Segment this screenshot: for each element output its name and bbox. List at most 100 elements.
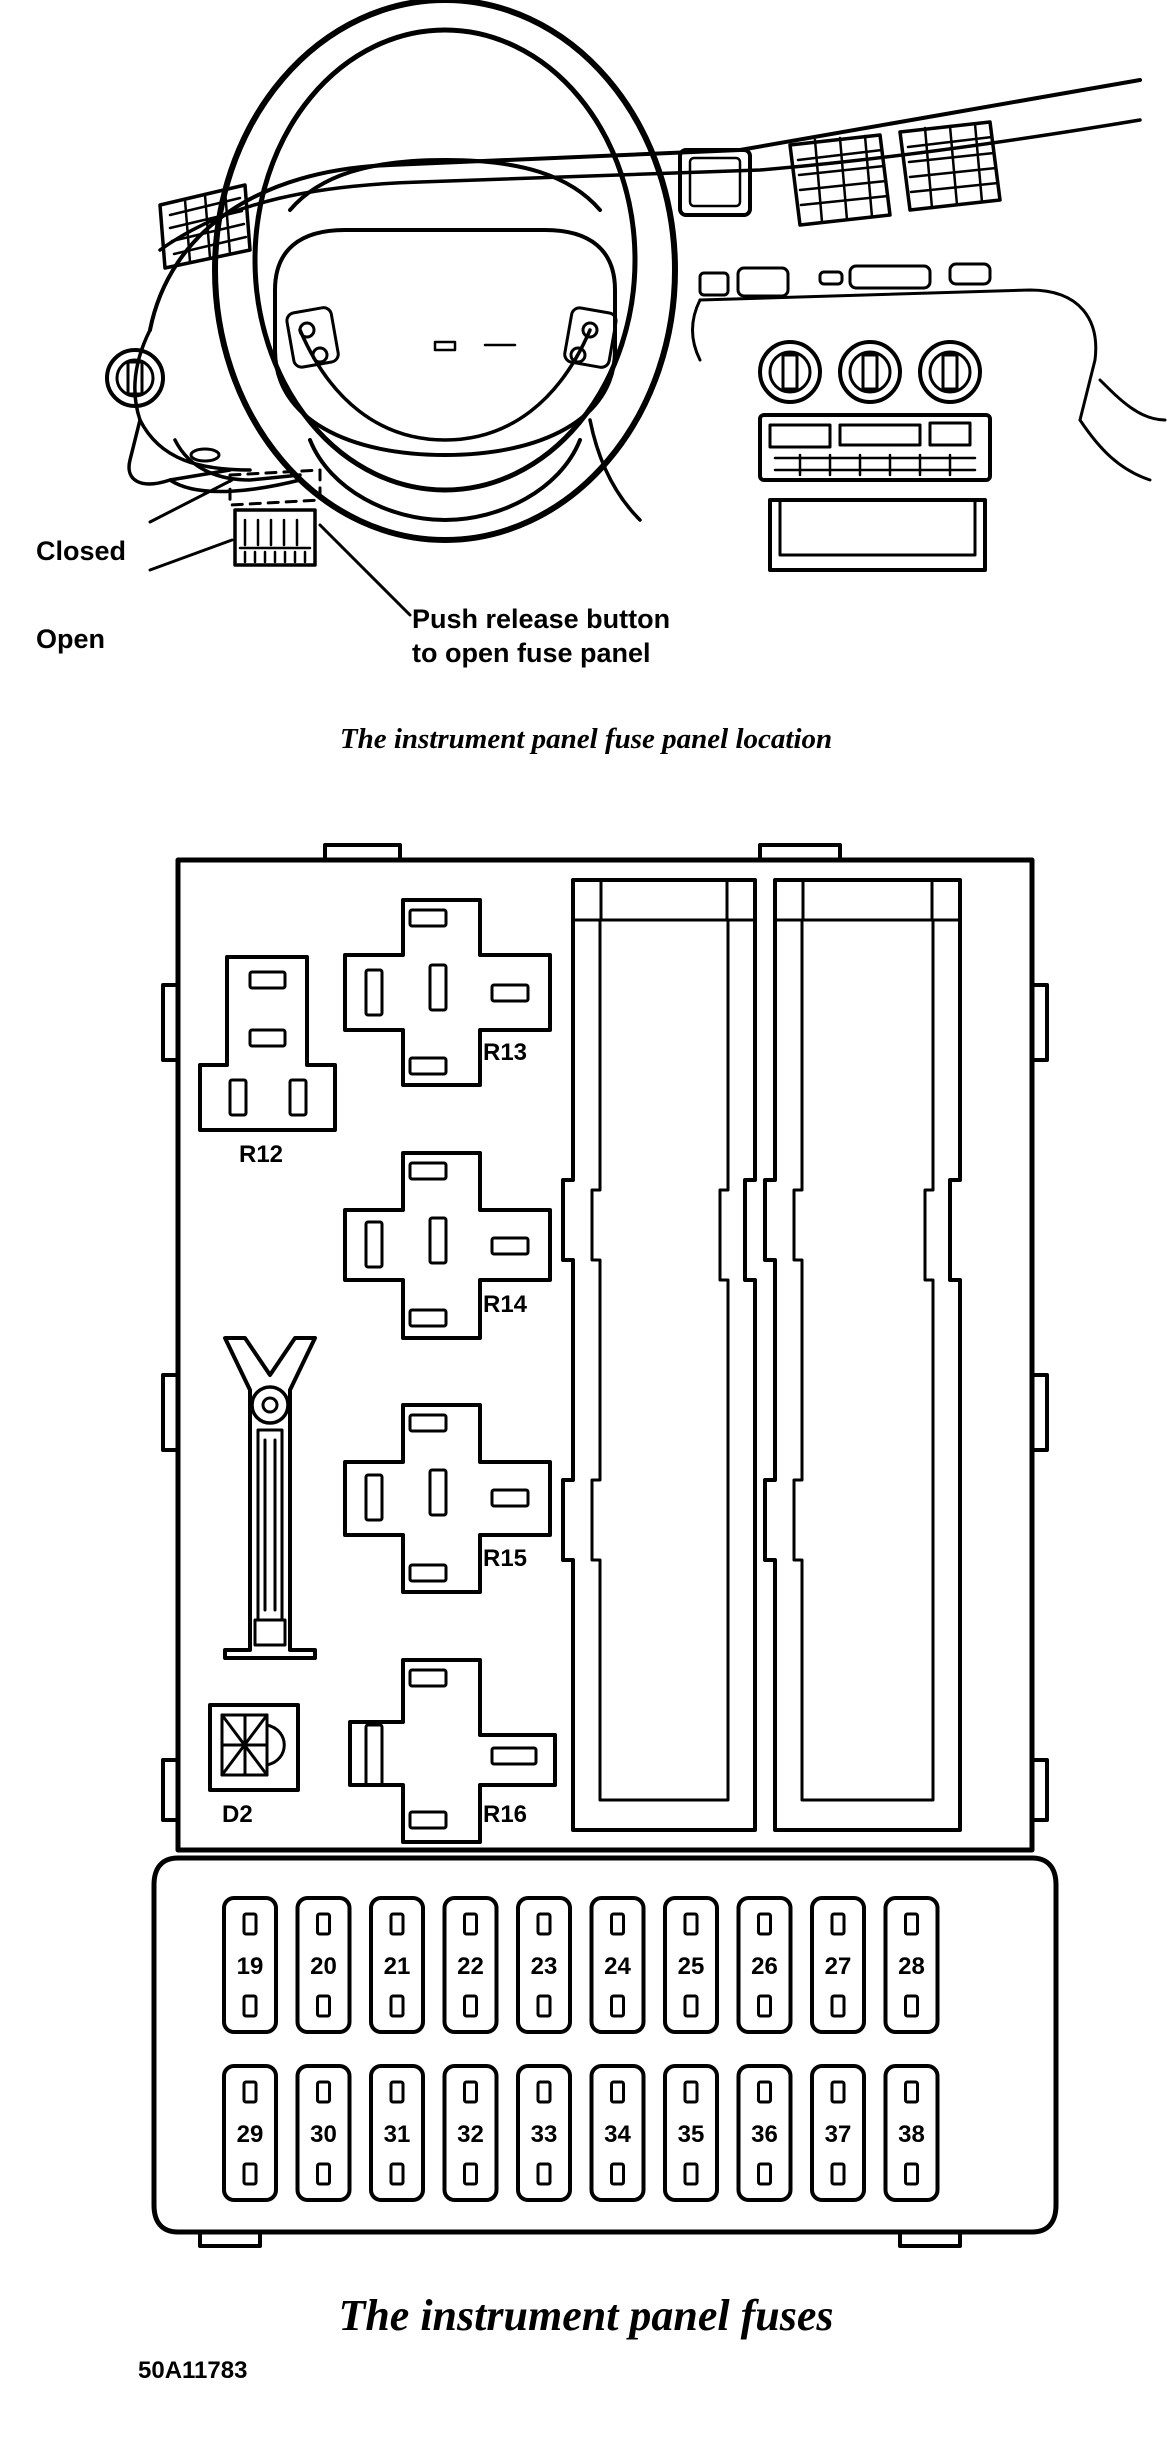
relay-r15: [343, 1403, 552, 1594]
label-open: Open: [36, 624, 105, 654]
fuse-number: 35: [678, 2121, 705, 2148]
label-closed: Closed: [36, 536, 126, 566]
fuse-row-top: 19 20 21 22 23 24 25 26 27 28: [222, 1896, 940, 2034]
fuse-terminal-bottom: [904, 2162, 919, 2186]
fuse-outline: [222, 1896, 278, 2034]
diode-d2: [208, 1703, 300, 1792]
fuse-terminal-top: [683, 1912, 699, 1936]
fuse-38: 38: [883, 2064, 940, 2202]
fuse-terminal-bottom: [536, 2162, 552, 2186]
fuse-23: 23: [516, 1896, 572, 2034]
dashboard-illustration: [105, 0, 1167, 617]
fuse-outline: [295, 1896, 352, 2034]
closed-leader-line: [148, 478, 234, 524]
fuse-number: 31: [384, 2121, 411, 2148]
fuse-number: 23: [531, 1953, 558, 1980]
fuse-terminal-bottom: [316, 2162, 331, 2186]
fuse-terminal-top: [389, 2080, 405, 2104]
fuse-outline: [516, 2064, 572, 2202]
fuse-21: 21: [369, 1896, 425, 2034]
fuse-outline: [369, 2064, 425, 2202]
fuse-26: 26: [736, 1896, 793, 2034]
steering-wheel: [212, 0, 678, 543]
fuse-number: 28: [898, 1953, 925, 1980]
fuse-terminal-top: [242, 2080, 258, 2104]
fuse-terminal-bottom: [536, 1994, 552, 2018]
fuse-32: 32: [442, 2064, 499, 2202]
fuse-outline: [810, 2064, 866, 2202]
fuse-number: 33: [531, 2121, 558, 2148]
fuse-terminal-top: [610, 1912, 625, 1936]
fuse-number: 24: [604, 1953, 631, 1980]
fuse-27: 27: [810, 1896, 866, 2034]
fuse-31: 31: [369, 2064, 425, 2202]
fuse-number: 38: [898, 2121, 925, 2148]
fuse-outline: [883, 1896, 940, 2034]
fuse-terminal-bottom: [757, 2162, 772, 2186]
fuse-35: 35: [663, 2064, 719, 2202]
fuse-terminal-top: [683, 2080, 699, 2104]
fuse-number: 36: [751, 2121, 778, 2148]
fuse-20: 20: [295, 1896, 352, 2034]
fuse-25: 25: [663, 1896, 719, 2034]
caption-fuses: The instrument panel fuses: [338, 2291, 833, 2340]
label-relay-r16: R16: [483, 1801, 527, 1828]
fuse-outline: [736, 2064, 793, 2202]
relay-r14: [343, 1151, 552, 1340]
fuse-terminal-bottom: [830, 1994, 846, 2018]
open-leader-line: [148, 538, 234, 572]
center-display: [678, 148, 752, 217]
fuse-number: 27: [825, 1953, 852, 1980]
fuse-terminal-bottom: [757, 1994, 772, 2018]
climate-knobs: [758, 340, 982, 404]
fuse-terminal-top: [904, 2080, 919, 2104]
fuse-number: 22: [457, 1953, 484, 1980]
fuse-number: 37: [825, 2121, 852, 2148]
fuse-number: 25: [678, 1953, 705, 1980]
fuse-outline: [883, 2064, 940, 2202]
fuse-terminal-bottom: [316, 1994, 331, 2018]
fuse-terminal-bottom: [463, 2162, 478, 2186]
fuse-terminal-bottom: [830, 2162, 846, 2186]
fuse-22: 22: [442, 1896, 499, 2034]
fuse-28: 28: [883, 1896, 940, 2034]
fuse-outline: [442, 1896, 499, 2034]
fuse-terminal-bottom: [463, 1994, 478, 2018]
fuse-number: 21: [384, 1953, 411, 1980]
fuse-terminal-bottom: [242, 1994, 258, 2018]
radio-unit: [758, 413, 992, 482]
fuse-terminal-bottom: [683, 1994, 699, 2018]
fuse-terminal-top: [536, 2080, 552, 2104]
fuse-37: 37: [810, 2064, 866, 2202]
fuse-30: 30: [295, 2064, 352, 2202]
relay-r13: [343, 898, 552, 1087]
fuse-terminal-top: [316, 1912, 331, 1936]
fuse-terminal-top: [463, 1912, 478, 1936]
fuse-number: 29: [237, 2121, 264, 2148]
fuse-number: 19: [237, 1953, 264, 1980]
label-relay-r12: R12: [239, 1141, 283, 1168]
fuse-terminal-top: [757, 2080, 772, 2104]
label-relay-r13: R13: [483, 1039, 527, 1066]
label-release-line1: Push release button: [412, 604, 670, 634]
fuse-outline: [369, 1896, 425, 2034]
fuse-outline: [295, 2064, 352, 2202]
fuse-terminal-top: [242, 1912, 258, 1936]
connector-slot-right: [763, 878, 962, 1832]
relay-r12: [198, 955, 337, 1132]
circuit-breaker-holder: [223, 1336, 317, 1660]
fuse-outline: [810, 1896, 866, 2034]
label-diode-d2: D2: [222, 1801, 253, 1828]
fuse-terminal-bottom: [242, 2162, 258, 2186]
relay-r16: [348, 1658, 557, 1844]
fuse-number: 20: [310, 1953, 337, 1980]
fuse-19: 19: [222, 1896, 278, 2034]
caption-location: The instrument panel fuse panel location: [340, 723, 832, 755]
release-leader-line: [318, 523, 412, 617]
fuse-terminal-top: [904, 1912, 919, 1936]
label-release-line2: to open fuse panel: [412, 638, 651, 668]
fuse-24: 24: [589, 1896, 646, 2034]
fuse-outline: [663, 2064, 719, 2202]
fuse-number: 30: [310, 2121, 337, 2148]
fuse-outline: [736, 1896, 793, 2034]
